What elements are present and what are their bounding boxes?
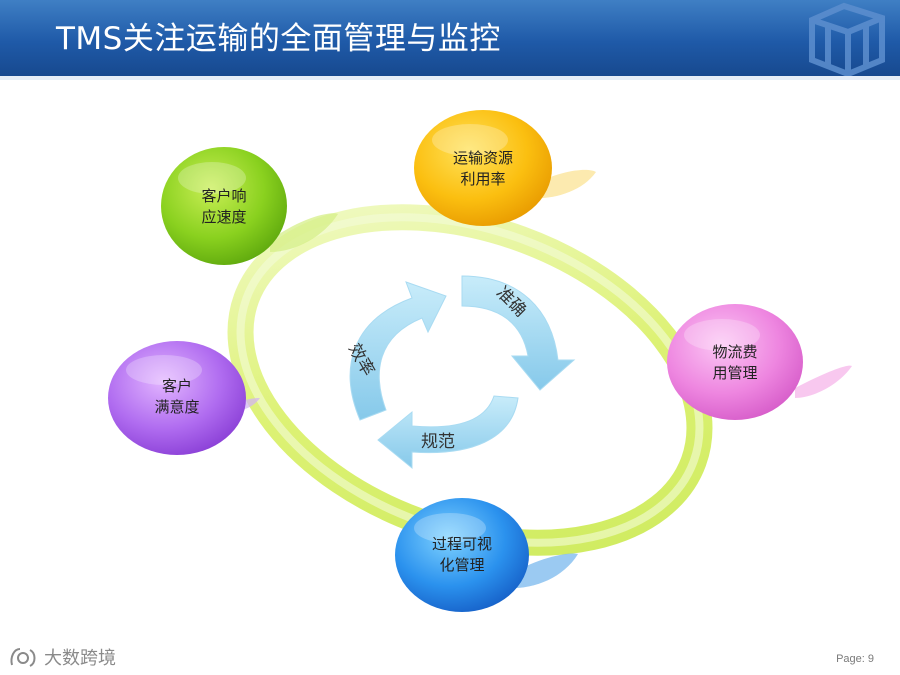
title-bar xyxy=(0,0,900,76)
page-number: Page: 9 xyxy=(836,653,874,665)
watermark-text: 大数跨境 xyxy=(44,648,116,669)
node-label-resource-utilization: 运输资源 利用率 xyxy=(452,149,513,188)
watermark-logo-icon xyxy=(10,648,36,667)
cycle-arrow-efficiency xyxy=(349,281,447,421)
tms-diagram xyxy=(108,110,852,612)
slide-title: TMS关注运输的全面管理与监控 xyxy=(56,21,501,57)
node-resource-utilization xyxy=(414,110,552,226)
node-customer-response xyxy=(161,147,287,265)
node-label-customer-satisfaction: 客户 满意度 xyxy=(154,377,200,416)
arrow-label-standard: 规范 xyxy=(421,432,455,452)
node-label-freight-cost: 物流费 用管理 xyxy=(712,343,758,382)
cycle-arrow-accuracy xyxy=(461,275,576,391)
title-bar-rule xyxy=(0,76,900,80)
cube-logo-icon xyxy=(809,2,885,76)
node-freight-cost xyxy=(667,304,803,420)
cycle-arrow-standard xyxy=(377,395,519,470)
node-label-customer-response: 客户响 应速度 xyxy=(201,187,247,226)
node-visibility xyxy=(395,498,529,612)
node-label-visibility: 过程可视 化管理 xyxy=(431,535,492,574)
watermark: 大数跨境 xyxy=(8,642,116,672)
node-customer-satisfaction xyxy=(108,341,246,455)
